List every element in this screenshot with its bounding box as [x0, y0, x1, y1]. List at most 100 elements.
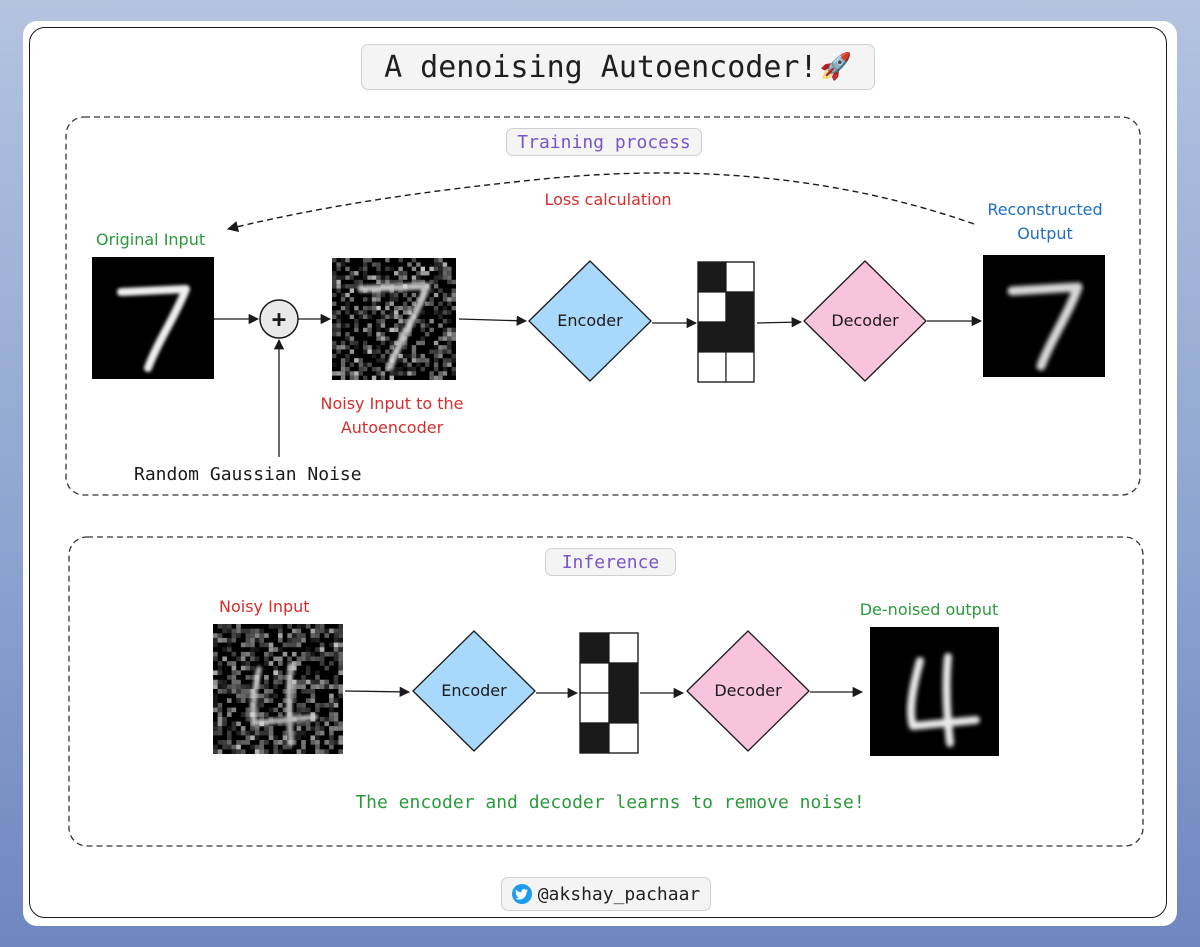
noise-pixel [349, 375, 355, 380]
noise-pixel [222, 679, 227, 685]
inference-encoder-label: Encoder [441, 681, 507, 700]
noise-pixel [371, 375, 377, 380]
random-noise-label: Random Gaussian Noise [134, 464, 362, 485]
noise-pixel [411, 371, 417, 376]
noise-pixel [447, 292, 452, 298]
noise-pixel [282, 651, 288, 657]
noise-pixel [442, 266, 448, 272]
noise-pixel [349, 314, 355, 319]
noise-pixel [442, 345, 448, 350]
noise-pixel [250, 647, 255, 652]
noise-pixel [420, 340, 425, 346]
noise-pixel [442, 362, 448, 367]
noise-pixel [380, 319, 386, 324]
noise-pixel [231, 684, 237, 689]
noise-pixel [447, 345, 452, 350]
noise-pixel [345, 336, 350, 341]
inference-noisy-input-label: Noisy Input [219, 597, 310, 616]
noise-pixel [333, 633, 339, 638]
noise-pixel [402, 301, 408, 306]
author-credit[interactable]: @akshay_pachaar [501, 877, 711, 911]
noise-pixel [319, 651, 325, 657]
noise-pixel [226, 726, 232, 731]
noise-pixel [332, 371, 337, 376]
noise-pixel [305, 651, 311, 657]
noise-pixel [354, 271, 359, 276]
noise-pixel [429, 371, 434, 376]
noise-pixel [332, 284, 337, 289]
noise-pixel [398, 327, 403, 333]
noise-pixel [402, 275, 408, 280]
noise-pixel [376, 345, 381, 350]
noise-pixel [442, 371, 448, 376]
noise-pixel [451, 358, 456, 363]
noise-pixel [416, 358, 421, 363]
noise-pixel [345, 266, 350, 272]
noise-pixel [416, 362, 421, 367]
noise-pixel [438, 262, 443, 267]
noise-pixel [332, 258, 337, 263]
noise-pixel [380, 375, 386, 380]
noise-pixel [429, 297, 434, 302]
noise-pixel [226, 740, 232, 745]
noise-pixel [236, 684, 241, 689]
inference-section-frame [68, 536, 1144, 847]
noise-pixel [398, 366, 403, 372]
noise-pixel [301, 637, 306, 643]
noise-pixel [367, 362, 372, 367]
noise-pixel [358, 371, 363, 376]
noise-pixel [278, 679, 283, 685]
noise-pixel [278, 656, 283, 662]
noise-pixel [213, 707, 218, 713]
noise-pixel [402, 340, 408, 346]
noise-pixel [416, 319, 421, 324]
noise-pixel [240, 726, 246, 731]
inference-latent-code [579, 632, 639, 754]
noise-pixel [319, 656, 325, 662]
noise-pixel [363, 349, 368, 354]
noise-pixel [217, 689, 223, 694]
rocket-icon: 🚀 [819, 52, 852, 82]
noise-pixel [332, 323, 337, 328]
noise-pixel [217, 702, 223, 708]
noise-pixel [451, 353, 456, 359]
noise-pixel [411, 266, 417, 272]
noise-pixel [254, 628, 260, 634]
noise-pixel [398, 332, 403, 337]
noise-pixel [291, 665, 297, 671]
inference-decoder-label: Decoder [714, 681, 782, 700]
noise-pixel [259, 633, 265, 638]
noise-pixel [296, 656, 302, 662]
noise-pixel [442, 358, 448, 363]
noise-pixel [222, 740, 227, 745]
inference-noisy-input-image [213, 624, 343, 754]
noise-pixel [268, 689, 274, 694]
noise-pixel [240, 661, 246, 666]
noise-pixel [273, 656, 278, 662]
noise-pixel [349, 288, 355, 293]
noise-pixel [231, 749, 237, 754]
noise-pixel [315, 624, 320, 629]
noise-pixel [319, 642, 325, 648]
noise-pixel [278, 675, 283, 680]
noise-pixel [433, 345, 439, 350]
noise-pixel [217, 637, 223, 643]
diagram-card: A denoising Autoencoder! 🚀 Training proc… [23, 21, 1177, 926]
noise-pixel [371, 366, 377, 372]
noise-pixel [264, 726, 269, 731]
noise-pixel [291, 689, 297, 694]
noise-pixel [329, 712, 334, 717]
noise-pixel [254, 698, 260, 703]
noise-pixel [315, 735, 320, 741]
noise-pixel [376, 301, 381, 306]
noise-pixel [268, 726, 274, 731]
training-decoder-label: Decoder [831, 311, 899, 330]
noise-pixel [264, 633, 269, 638]
noise-pixel [354, 279, 359, 285]
noise-pixel [389, 266, 394, 272]
noise-pixel [222, 684, 227, 689]
noise-pixel [349, 297, 355, 302]
noise-pixel [213, 702, 218, 708]
noise-pixel [447, 332, 452, 337]
noise-pixel [291, 721, 297, 727]
